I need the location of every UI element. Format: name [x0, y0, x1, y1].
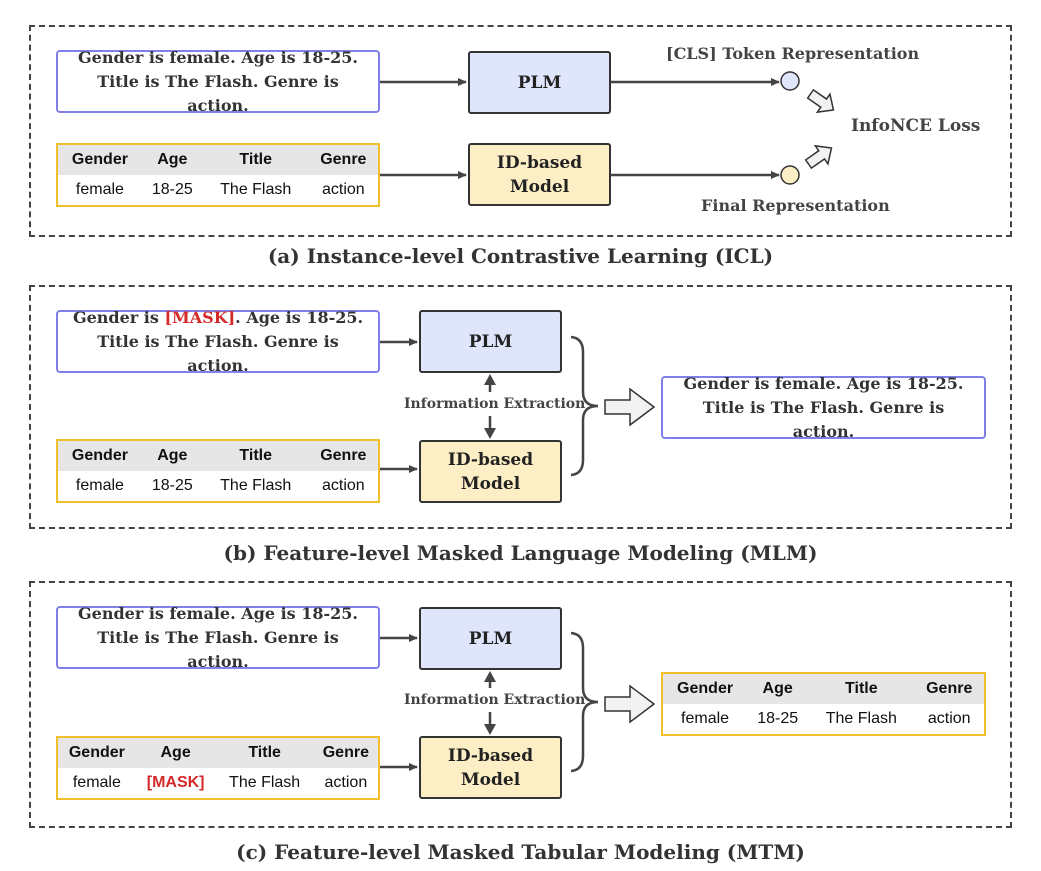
table-cell: female — [72, 774, 121, 791]
block-arrow-right-icon — [604, 387, 656, 427]
panel-a-plm-box: PLM — [468, 51, 611, 114]
panel-c-extraction-label: Information Extraction — [404, 692, 586, 708]
table-header: Genre — [313, 737, 379, 768]
table-header: Gender — [57, 440, 142, 471]
table-header: Genre — [308, 440, 379, 471]
panel-a-text: Gender is female. Age is 18-25. Title is… — [77, 47, 358, 115]
table-cell: action — [321, 181, 365, 198]
table-cell: female — [681, 710, 730, 727]
table-header: Gender — [57, 737, 136, 768]
panel-b-id-model-box: ID-based Model — [419, 440, 562, 503]
mask-token: [MASK] — [164, 307, 236, 327]
panel-a-frame — [29, 25, 1012, 237]
arrow-up-head-icon — [484, 374, 496, 385]
panel-b-output-label: Gender is female. Age is 18-25. Title is… — [683, 373, 964, 441]
panel-c-id-model-label: ID-based — [447, 745, 534, 766]
panel-b-text: Gender is [MASK]. Age is 18-25. Title is… — [66, 306, 370, 378]
table-header: Title — [202, 144, 309, 175]
curly-brace — [570, 631, 599, 773]
table-header: Age — [747, 673, 809, 704]
table-header: Title — [202, 440, 309, 471]
table-cell: The Flash — [229, 774, 301, 791]
panel-a-id-model-label: Model — [509, 176, 570, 197]
panel-a-final-label: Final Representation — [701, 196, 890, 215]
arrow-down-head-icon — [484, 724, 496, 735]
panel-c-text: Gender is female. Age is 18-25. Title is… — [77, 603, 358, 671]
panel-a-cls-label: [CLS] Token Representation — [666, 44, 920, 63]
curly-brace — [570, 335, 599, 477]
panel-b-text-input: Gender is [MASK]. Age is 18-25. Title is… — [56, 308, 380, 375]
table-cell: 18-25 — [151, 181, 193, 198]
table-header: Age — [141, 440, 203, 471]
table-cell: 18-25 — [757, 710, 799, 727]
arrow-down-head-icon — [484, 428, 496, 439]
table-cell: The Flash — [220, 477, 292, 494]
mask-token: [MASK] — [146, 774, 205, 791]
panel-c-plm-box: PLM — [419, 607, 562, 670]
table-cell: The Flash — [825, 710, 897, 727]
table-header: Gender — [57, 144, 142, 175]
table-header: Age — [141, 144, 203, 175]
table-cell: female — [75, 477, 124, 494]
cls-representation-node — [780, 71, 800, 91]
arrow-up-head-icon — [484, 671, 496, 682]
panel-b-frame — [29, 285, 1012, 529]
panel-b-text-part: . Age is 18-25. Title is The Flash. Genr… — [97, 307, 364, 375]
panel-a-id-model-box: ID-based Model — [468, 143, 611, 206]
panel-b-caption: (b) Feature-level Masked Language Modeli… — [223, 541, 818, 565]
table-header: Genre — [914, 673, 985, 704]
panel-c-output-table: Gender Age Title Genre female 18-25 The … — [661, 672, 986, 736]
table-header: Title — [215, 737, 314, 768]
panel-c-id-model-box: ID-based Model — [419, 736, 562, 799]
panel-c-text-input: Gender is female. Age is 18-25. Title is… — [56, 604, 380, 671]
panel-a-id-model-label: ID-based — [496, 152, 583, 173]
table-cell: action — [324, 774, 368, 791]
table-cell: The Flash — [220, 181, 292, 198]
table-cell: 18-25 — [151, 477, 193, 494]
table-header: Title — [808, 673, 915, 704]
table-header: Age — [135, 737, 216, 768]
panel-a-loss-label: InfoNCE Loss — [851, 116, 981, 136]
table-header: Genre — [308, 144, 379, 175]
panel-b-table: Gender Age Title Genre female 18-25 The … — [56, 439, 380, 503]
panel-c-table: Gender Age Title Genre female [MASK] The… — [56, 736, 380, 800]
table-cell: female — [75, 181, 124, 198]
block-arrow-right-icon — [604, 684, 656, 724]
panel-b-id-model-label: ID-based — [447, 449, 534, 470]
panel-b-extraction-label: Information Extraction — [404, 396, 586, 412]
table-header: Gender — [662, 673, 748, 704]
panel-a-table: Gender Age Title Genre female 18-25 The … — [56, 143, 380, 207]
table-cell: action — [927, 710, 971, 727]
final-representation-node — [780, 165, 800, 185]
panel-c-caption: (c) Feature-level Masked Tabular Modelin… — [236, 840, 805, 864]
panel-a-text-input: Gender is female. Age is 18-25. Title is… — [56, 48, 380, 115]
panel-b-output-text: Gender is female. Age is 18-25. Title is… — [661, 374, 986, 441]
panel-b-plm-box: PLM — [419, 310, 562, 373]
panel-b-id-model-label: Model — [460, 473, 521, 494]
table-cell: action — [321, 477, 365, 494]
block-arrow-down-icon — [806, 88, 835, 114]
block-arrow-up-icon — [804, 144, 833, 170]
panel-a-caption: (a) Instance-level Contrastive Learning … — [267, 244, 774, 268]
panel-b-plm-label: PLM — [468, 331, 513, 352]
panel-a-plm-label: PLM — [517, 72, 562, 93]
panel-b-text-part: Gender is — [72, 307, 165, 327]
panel-c-frame — [29, 581, 1012, 828]
panel-c-id-model-label: Model — [460, 769, 521, 790]
panel-c-plm-label: PLM — [468, 628, 513, 649]
